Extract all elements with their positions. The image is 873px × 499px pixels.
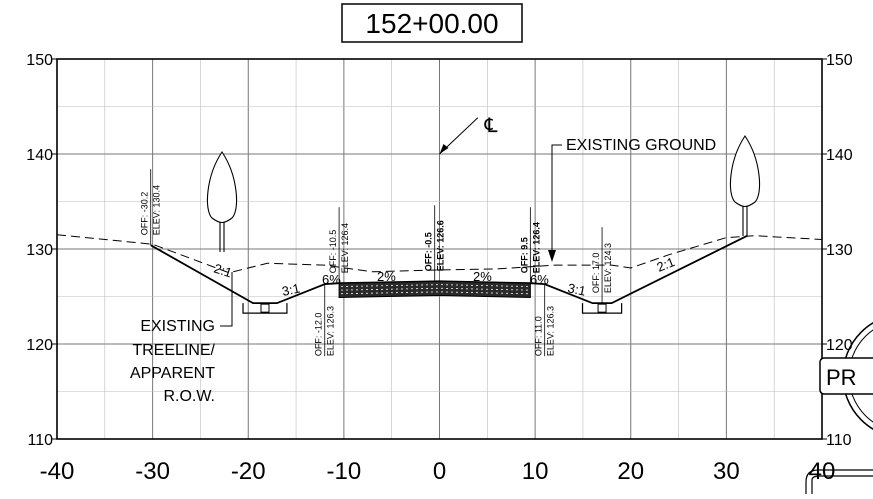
point-elevation: ELEV: 126.4 — [340, 223, 350, 273]
point-offset: OFF: -12.0 — [314, 313, 324, 357]
point-elevation: ELEV: 126.4 — [531, 222, 541, 273]
existing-ground-arrowhead — [548, 250, 556, 262]
tree-crown — [729, 135, 761, 208]
y-tick-label-left: 150 — [26, 52, 53, 69]
y-tick-label-right: 150 — [826, 52, 853, 69]
station-label: 152+00.00 — [365, 8, 498, 39]
point-offset: OFF: -0.5 — [424, 232, 434, 271]
point-offset: OFF: -10.5 — [328, 230, 338, 274]
point-elevation: ELEV: 126.3 — [546, 306, 556, 356]
x-tick-label: 30 — [713, 458, 740, 485]
point-elevation: ELEV: 124.3 — [603, 243, 613, 293]
x-tick-label: 20 — [617, 458, 644, 485]
slope-right-shoulder: 6% — [530, 272, 549, 287]
y-tick-label-left: 130 — [26, 242, 53, 259]
point-offset: OFF: -30.2 — [140, 192, 150, 236]
point-offset: OFF: 11.0 — [534, 316, 544, 356]
slope-left-shoulder: 6% — [322, 272, 341, 287]
y-tick-label-right: 140 — [826, 147, 853, 164]
x-tick-label: -40 — [40, 458, 75, 485]
existing-ground-leader — [551, 144, 562, 255]
y-tick-label-right: 120 — [826, 337, 853, 354]
ditch-liner — [242, 303, 288, 314]
underdrain — [260, 303, 270, 313]
x-tick-label: -30 — [135, 458, 170, 485]
treeline-label-line-2: TREELINE/ — [132, 342, 215, 359]
centerline-symbol: ℄ — [484, 115, 498, 137]
y-tick-label-right: 110 — [826, 432, 852, 449]
slope-left-lane: 2% — [377, 269, 396, 284]
point-offset: OFF: 9.5 — [519, 237, 529, 273]
x-tick-label: -20 — [231, 458, 266, 485]
existing-ground-line — [56, 234, 823, 274]
y-tick-label-left: 140 — [26, 147, 53, 164]
existing-ground-label: EXISTING GROUND — [566, 137, 716, 154]
y-tick-label-left: 110 — [27, 432, 53, 449]
point-elevation: ELEV: 130.4 — [152, 185, 162, 235]
slope-right-lane: 2% — [473, 269, 492, 284]
tree-crown — [206, 151, 238, 224]
x-tick-label: 0 — [433, 458, 446, 485]
point-elevation: ELEV: 126.6 — [436, 220, 446, 271]
y-tick-label-left: 120 — [26, 337, 53, 354]
treeline-label-line-4: R.O.W. — [163, 388, 215, 405]
stamp-text: PR — [826, 365, 857, 390]
treeline-label-line-3: APPARENT — [130, 365, 215, 382]
slope-left-ditch: 3:1 — [281, 281, 302, 299]
existing-ground-profile — [56, 234, 823, 274]
y-tick-label-right: 130 — [826, 242, 853, 259]
station-box — [341, 3, 523, 43]
x-tick-label: -10 — [327, 458, 362, 485]
x-tick-label: 40 — [809, 458, 836, 485]
seal-stamp: PR — [805, 322, 873, 494]
ditch-liner — [581, 303, 623, 314]
treeline-leader — [220, 272, 233, 327]
slope-left-fill: 2:1 — [212, 261, 234, 281]
x-tick-label: 10 — [522, 458, 549, 485]
centerline-arrowhead — [439, 144, 449, 154]
tree-left — [206, 151, 238, 252]
point-offset: OFF: 17.0 — [591, 253, 601, 294]
point-elevation: ELEV: 126.3 — [326, 306, 336, 356]
underdrain — [597, 303, 607, 313]
proposed-section — [150, 135, 761, 314]
slope-right-ditch: 3:1 — [566, 280, 587, 298]
treeline-label-line-1: EXISTING — [140, 318, 215, 335]
tree-right — [729, 135, 761, 236]
slope-right-fill: 2:1 — [655, 254, 677, 275]
axis-ticks: -40 -30 -20 -10 0 10 20 30 40 110 110 120 120 130 130 1… — [26, 52, 853, 485]
